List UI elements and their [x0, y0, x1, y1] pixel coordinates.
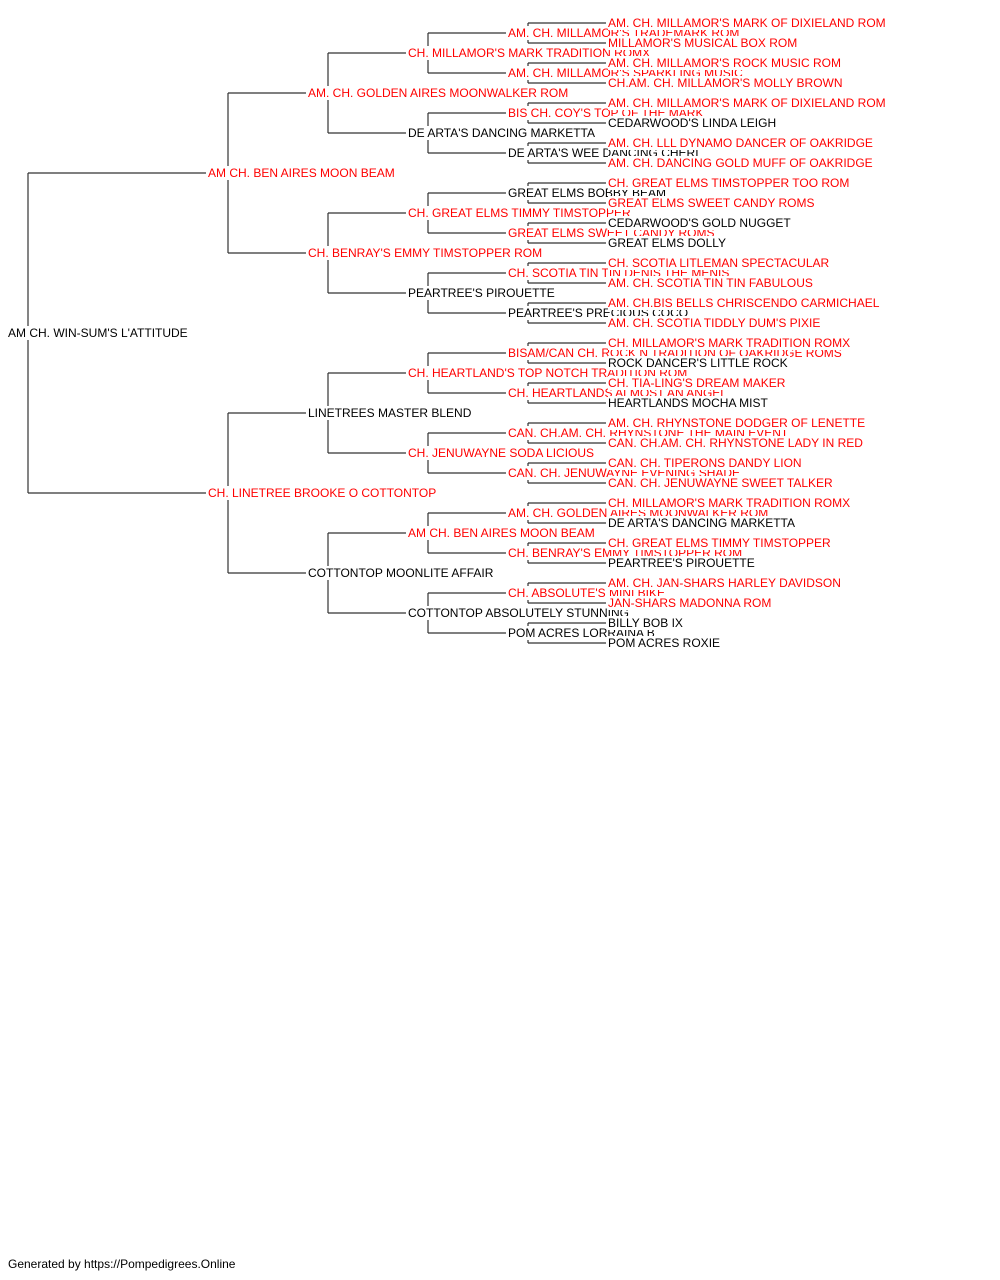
pedigree-name-dam-dam-dam-sire-dam: JAN-SHARS MADONNA ROM: [608, 596, 774, 610]
pedigree-name-sire-dam-dam: PEARTREE'S PIROUETTE: [408, 286, 557, 300]
pedigree-name-dam-sire-dam-sire-sire: AM. CH. RHYNSTONE DODGER OF LENETTE: [608, 416, 868, 430]
pedigree-name-dam-sire-sire-sire-dam: ROCK DANCER'S LITTLE ROCK: [608, 356, 790, 370]
pedigree-name-dam-sire-dam-sire-dam: CAN. CH.AM. CH. RHYNSTONE LADY IN RED: [608, 436, 865, 450]
pedigree-name-dam-dam-sire: AM CH. BEN AIRES MOON BEAM: [408, 526, 597, 540]
pedigree-name-sire-sire-dam: DE ARTA'S DANCING MARKETTA: [408, 126, 597, 140]
pedigree-name-sire-dam-sire: CH. GREAT ELMS TIMMY TIMSTOPPER: [408, 206, 633, 220]
footer-credit: Generated by https://Pompedigrees.Online: [8, 1257, 236, 1271]
pedigree-name-dam-dam: COTTONTOP MOONLITE AFFAIR: [308, 566, 496, 580]
pedigree-name-sire-dam-dam-sire-sire: CH. SCOTIA LITLEMAN SPECTACULAR: [608, 256, 832, 270]
pedigree-name-sire: AM CH. BEN AIRES MOON BEAM: [208, 166, 397, 180]
pedigree-name-dam-sire-sire-sire-sire: CH. MILLAMOR'S MARK TRADITION ROMX: [608, 336, 853, 350]
pedigree-name-sire-sire: AM. CH. GOLDEN AIRES MOONWALKER ROM: [308, 86, 571, 100]
pedigree-name-dam-dam-sire-dam-dam: PEARTREE'S PIROUETTE: [608, 556, 757, 570]
pedigree-name-sire-sire-dam-dam-sire: AM. CH. LLL DYNAMO DANCER OF OAKRIDGE: [608, 136, 875, 150]
pedigree-name-sire-sire-sire-dam-dam: CH.AM. CH. MILLAMOR'S MOLLY BROWN: [608, 76, 845, 90]
pedigree-name-dam-sire: LINETREES MASTER BLEND: [308, 406, 474, 420]
pedigree-name-dam-dam-dam-dam-dam: POM ACRES ROXIE: [608, 636, 723, 650]
pedigree-name-dam-dam-sire-sire-dam: DE ARTA'S DANCING MARKETTA: [608, 516, 797, 530]
pedigree-name-sire-dam-sire-dam-dam: GREAT ELMS DOLLY: [608, 236, 729, 250]
pedigree-name-sire-sire-dam-sire-sire: AM. CH. MILLAMOR'S MARK OF DIXIELAND ROM: [608, 96, 888, 110]
pedigree-name-dam-dam-dam-dam-sire: BILLY BOB IX: [608, 616, 685, 630]
pedigree-name-sire-sire-dam-sire-dam: CEDARWOOD'S LINDA LEIGH: [608, 116, 779, 130]
pedigree-name-dam-dam-dam: COTTONTOP ABSOLUTELY STUNNING: [408, 606, 631, 620]
pedigree-name-sire-dam-dam-dam-sire: AM. CH.BIS BELLS CHRISCENDO CARMICHAEL: [608, 296, 882, 310]
pedigree-name-dam-dam-dam-sire-sire: AM. CH. JAN-SHARS HARLEY DAVIDSON: [608, 576, 843, 590]
pedigree-name-sire-sire-dam-dam-dam: AM. CH. DANCING GOLD MUFF OF OAKRIDGE: [608, 156, 875, 170]
pedigree-name-sire-dam-sire-sire-sire: CH. GREAT ELMS TIMSTOPPER TOO ROM: [608, 176, 852, 190]
pedigree-name-sire-sire-sire-sire-dam: MILLAMOR'S MUSICAL BOX ROM: [608, 36, 800, 50]
pedigree-name-dam-sire-dam-dam-dam: CAN. CH. JENUWAYNE SWEET TALKER: [608, 476, 835, 490]
pedigree-name-sire-sire-sire-sire-sire: AM. CH. MILLAMOR'S MARK OF DIXIELAND ROM: [608, 16, 888, 30]
pedigree-name-dam-dam-sire-dam-sire: CH. GREAT ELMS TIMMY TIMSTOPPER: [608, 536, 833, 550]
pedigree-name-sire-dam-sire-dam-sire: CEDARWOOD'S GOLD NUGGET: [608, 216, 793, 230]
pedigree-name-sire-sire-sire-dam-sire: AM. CH. MILLAMOR'S ROCK MUSIC ROM: [608, 56, 843, 70]
pedigree-name-dam-dam-sire-sire-sire: CH. MILLAMOR'S MARK TRADITION ROMX: [608, 496, 853, 510]
pedigree-name-dam: CH. LINETREE BROOKE O COTTONTOP: [208, 486, 439, 500]
pedigree-name-sire-dam-dam-sire-dam: AM. CH. SCOTIA TIN TIN FABULOUS: [608, 276, 815, 290]
pedigree-name-sire-dam-dam-dam-dam: AM. CH. SCOTIA TIDDLY DUM'S PIXIE: [608, 316, 823, 330]
pedigree-name-: AM CH. WIN-SUM'S L'ATTITUDE: [8, 326, 190, 340]
pedigree-name-dam-sire-dam: CH. JENUWAYNE SODA LICIOUS: [408, 446, 597, 460]
pedigree-name-dam-sire-sire-dam-sire: CH. TIA-LING'S DREAM MAKER: [608, 376, 788, 390]
pedigree-name-sire-dam: CH. BENRAY'S EMMY TIMSTOPPER ROM: [308, 246, 545, 260]
pedigree-name-dam-sire-sire-dam-dam: HEARTLANDS MOCHA MIST: [608, 396, 770, 410]
pedigree-name-sire-sire-sire: CH. MILLAMOR'S MARK TRADITION ROMX: [408, 46, 653, 60]
pedigree-name-sire-dam-sire-sire-dam: GREAT ELMS SWEET CANDY ROMS: [608, 196, 817, 210]
pedigree-name-dam-sire-dam-dam-sire: CAN. CH. TIPERONS DANDY LION: [608, 456, 804, 470]
